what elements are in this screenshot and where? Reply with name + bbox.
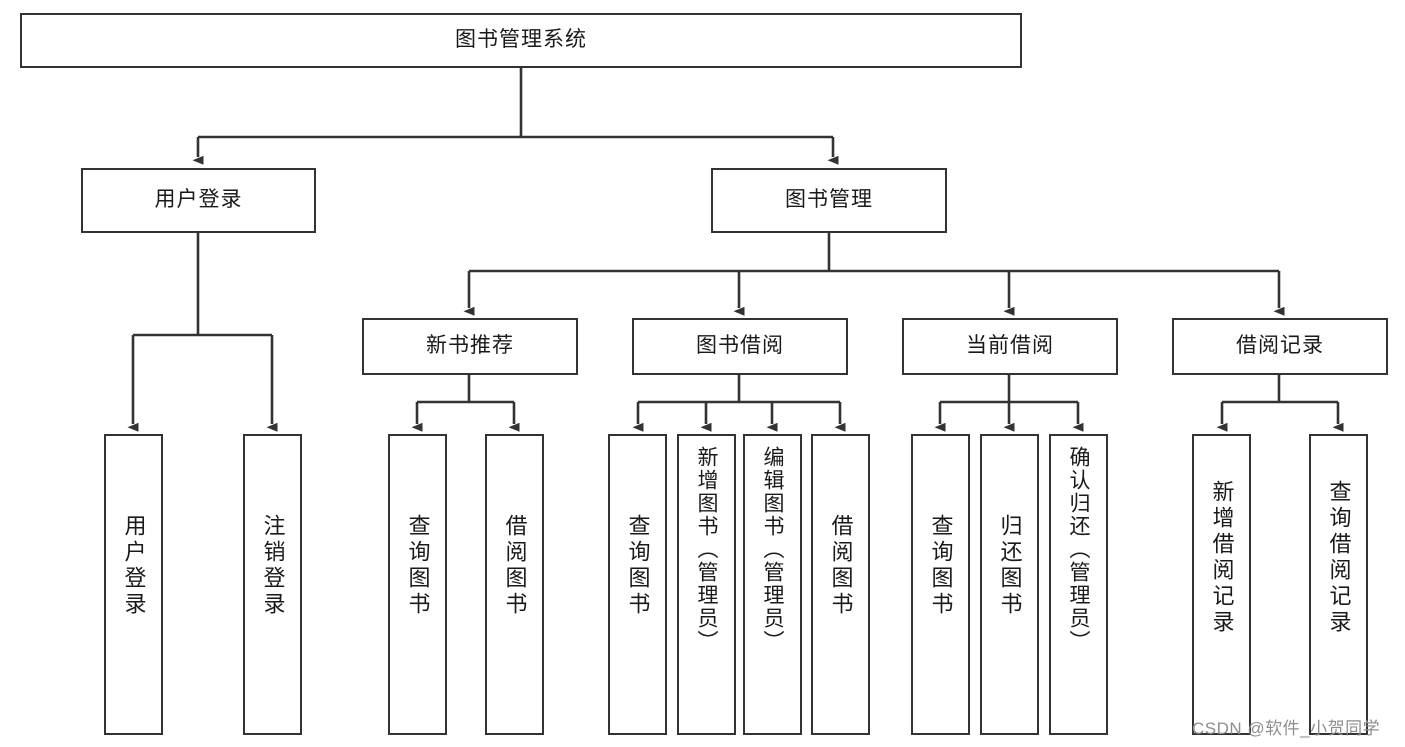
node-user-login[interactable]: 用户登录 (81, 168, 316, 233)
node-leaf-confirm-return[interactable]: 确认归还（管理员） (1049, 434, 1108, 735)
node-leaf-return-book-label: 归还图书 (997, 514, 1023, 618)
node-leaf-add-book-label: 新增图书（管理员） (695, 446, 718, 653)
node-leaf-query-book-3[interactable]: 查询图书 (911, 434, 970, 735)
node-leaf-query-book-2[interactable]: 查询图书 (608, 434, 667, 735)
node-leaf-user-logout[interactable]: 注销登录 (243, 434, 302, 735)
node-leaf-query-book-1-label: 查询图书 (405, 514, 431, 618)
node-current-borrow-label: 当前借阅 (966, 334, 1054, 358)
node-leaf-query-record-label: 查询借阅记录 (1326, 480, 1352, 636)
node-leaf-user-login-label: 用户登录 (121, 514, 147, 618)
node-borrow-record[interactable]: 借阅记录 (1172, 318, 1388, 375)
node-leaf-query-book-2-label: 查询图书 (625, 514, 651, 618)
node-leaf-edit-book[interactable]: 编辑图书（管理员） (743, 434, 802, 735)
node-leaf-query-record[interactable]: 查询借阅记录 (1309, 434, 1368, 735)
node-leaf-edit-book-label: 编辑图书（管理员） (761, 446, 784, 653)
node-leaf-add-book[interactable]: 新增图书（管理员） (677, 434, 736, 735)
node-book-borrow-label: 图书借阅 (696, 334, 784, 358)
node-book-manage[interactable]: 图书管理 (711, 168, 947, 233)
node-leaf-confirm-return-label: 确认归还（管理员） (1067, 446, 1090, 653)
node-book-manage-label: 图书管理 (785, 188, 873, 212)
node-leaf-return-book[interactable]: 归还图书 (980, 434, 1039, 735)
node-current-borrow[interactable]: 当前借阅 (902, 318, 1118, 375)
node-root-label: 图书管理系统 (455, 28, 587, 52)
node-new-book-rec[interactable]: 新书推荐 (362, 318, 578, 375)
node-leaf-borrow-book-1-label: 借阅图书 (502, 514, 528, 618)
node-leaf-add-record-label: 新增借阅记录 (1209, 480, 1235, 636)
node-root[interactable]: 图书管理系统 (20, 13, 1022, 68)
node-leaf-query-book-3-label: 查询图书 (928, 514, 954, 618)
watermark: CSDN @软件_小贺同学 (1192, 719, 1381, 738)
node-new-book-rec-label: 新书推荐 (426, 334, 514, 358)
node-leaf-borrow-book-2-label: 借阅图书 (828, 514, 854, 618)
node-user-login-label: 用户登录 (154, 188, 243, 212)
node-borrow-record-label: 借阅记录 (1236, 334, 1324, 358)
node-leaf-query-book-1[interactable]: 查询图书 (388, 434, 447, 735)
node-leaf-user-logout-label: 注销登录 (260, 514, 286, 618)
node-leaf-add-record[interactable]: 新增借阅记录 (1192, 434, 1251, 735)
node-leaf-user-login[interactable]: 用户登录 (104, 434, 163, 735)
node-leaf-borrow-book-2[interactable]: 借阅图书 (811, 434, 870, 735)
node-leaf-borrow-book-1[interactable]: 借阅图书 (485, 434, 544, 735)
node-book-borrow[interactable]: 图书借阅 (632, 318, 848, 375)
